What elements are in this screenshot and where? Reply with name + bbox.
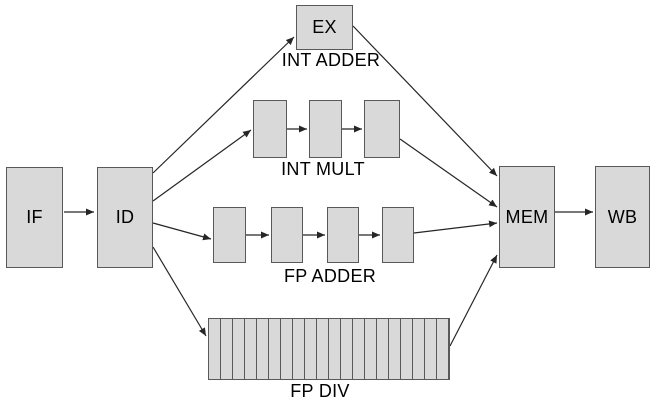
arrow-fp-adder-to-mem — [413, 220, 498, 234]
fp-adder-stage-3 — [327, 207, 359, 263]
fp-adder-stage-1 — [213, 207, 246, 263]
fp-adder-stage-4 — [382, 207, 414, 263]
stage-label-mem: MEM — [505, 206, 549, 227]
stage-box-if: IF — [6, 167, 63, 268]
fp-div-label: FP DIV — [290, 381, 350, 401]
int-mult-label: INT MULT — [281, 159, 365, 179]
int-mult-stage-1 — [253, 100, 287, 158]
stage-label-ex: EX — [312, 17, 337, 37]
fp-div-unit — [208, 318, 450, 380]
int-mult-stage-2 — [309, 100, 342, 158]
arrow-id-to-fp-div — [152, 246, 207, 337]
fp-adder-stage-2 — [271, 207, 303, 263]
fp-adder-label: FP ADDER — [283, 266, 377, 286]
arrow-id-to-int-mult — [152, 129, 252, 202]
stage-box-wb: WB — [595, 166, 650, 268]
stage-box-id: ID — [97, 167, 153, 268]
arrow-int-mult-to-mem — [399, 138, 498, 208]
arrow-fp-div-to-mem — [449, 254, 498, 347]
int-mult-stage-3 — [364, 100, 400, 158]
int-adder-label: INT ADDER — [281, 50, 381, 70]
stage-label-id: ID — [115, 207, 135, 227]
stage-box-ex: EX — [296, 5, 353, 50]
stage-label-if: IF — [26, 207, 43, 227]
arrow-id-to-fp-adder — [152, 222, 212, 241]
stage-label-wb: WB — [607, 206, 638, 227]
stage-box-mem: MEM — [499, 166, 555, 268]
